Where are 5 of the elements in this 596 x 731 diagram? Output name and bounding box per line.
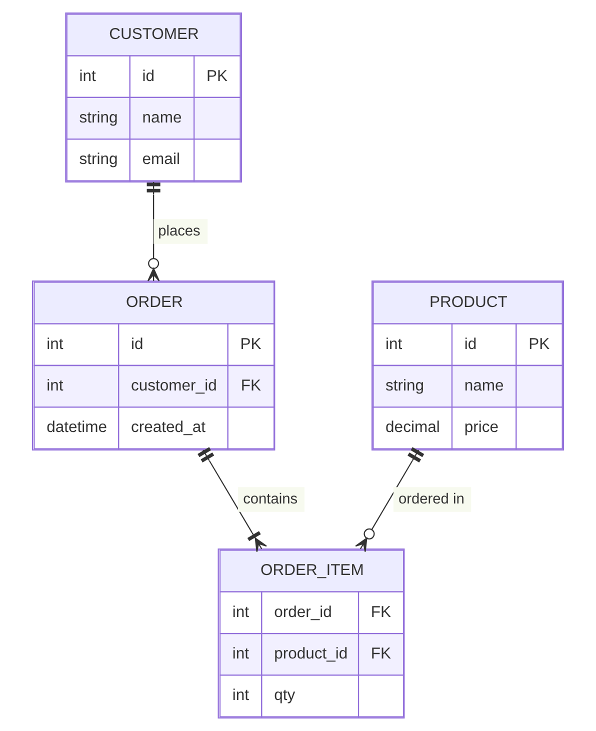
edge-label: places: [158, 223, 200, 240]
connector: [355, 447, 424, 552]
connector: [198, 447, 268, 552]
edge-label: ordered in: [398, 491, 464, 508]
edge-label: contains: [243, 491, 298, 508]
